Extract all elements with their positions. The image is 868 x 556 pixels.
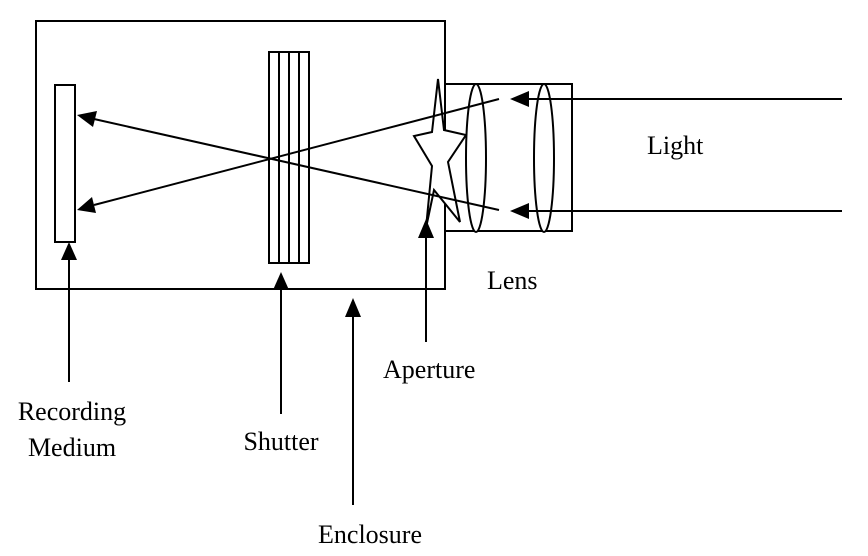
light-ray-bottom-arrowhead (510, 203, 529, 219)
recording-medium (54, 84, 76, 243)
enclosure-box (35, 20, 446, 290)
shutter-pointer-arrowhead (273, 272, 289, 290)
crossing-ray-2-arrowhead (77, 197, 96, 213)
crossing-ray-1 (93, 118, 500, 211)
shutter-label: Shutter (243, 427, 318, 456)
aperture-star (412, 78, 468, 229)
light-label: Light (647, 131, 704, 160)
lens-element-outer (533, 83, 555, 233)
crossing-ray-1-arrowhead (77, 111, 97, 127)
recording-medium-pointer-arrowhead (61, 242, 77, 260)
aperture-label: Aperture (383, 355, 475, 384)
recording-medium-label-line1: Recording (18, 397, 126, 426)
crossing-ray-2 (93, 98, 500, 206)
lens-label: Lens (487, 266, 538, 295)
aperture-pointer-arrowhead (418, 219, 434, 238)
enclosure-pointer-arrowhead (345, 298, 361, 317)
recording-medium-label-line2: Medium (28, 433, 116, 462)
enclosure-label: Enclosure (318, 520, 422, 549)
light-ray-top-arrowhead (510, 91, 529, 107)
lens-element-inner (465, 83, 487, 233)
